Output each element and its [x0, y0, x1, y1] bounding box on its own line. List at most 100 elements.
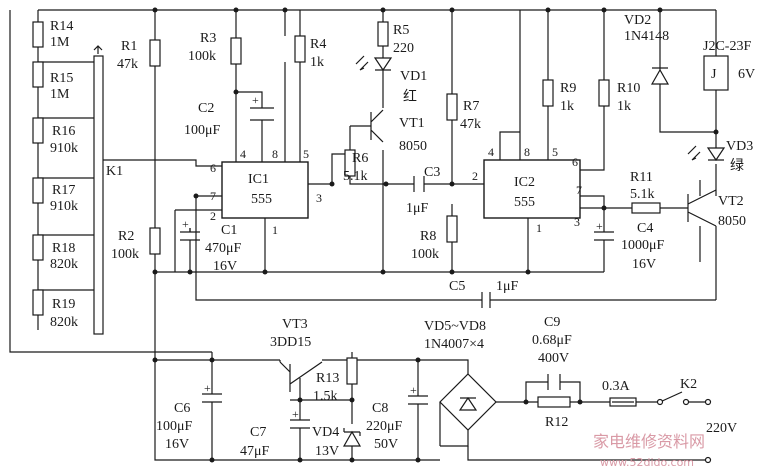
label-r18: R18: [52, 241, 75, 256]
value-vt2: 8050: [718, 214, 746, 229]
label-c6: C6: [174, 401, 190, 416]
capacitor-c8: [408, 395, 428, 416]
label-r3: R3: [200, 31, 216, 46]
voltage-relay: 6V: [738, 67, 755, 82]
led-vd1: [373, 57, 393, 72]
label-r4: R4: [310, 37, 326, 52]
voltage-c4: 16V: [632, 257, 656, 272]
label-c7: C7: [250, 425, 266, 440]
svg-text:4: 4: [488, 145, 494, 159]
label-r12: R12: [545, 415, 568, 430]
label-fuse: 0.3A: [602, 379, 631, 394]
value-r9: 1k: [560, 99, 574, 114]
value-c4: 1000μF: [621, 238, 665, 253]
value-r14: 1M: [50, 35, 70, 50]
resistor-r10: [598, 79, 610, 107]
svg-text:8: 8: [524, 145, 530, 159]
resistor-r11: [631, 202, 661, 214]
relay-stage: VD2 1N4148 J J2C-23F 6V VD3 绿: [624, 13, 755, 174]
value-ic2: 555: [514, 195, 535, 210]
resistor-r2: [149, 227, 161, 255]
svg-text:+: +: [182, 217, 189, 231]
value-r3: 100k: [188, 49, 216, 64]
label-r14: R14: [50, 19, 73, 34]
label-c5: C5: [449, 279, 465, 294]
value-vd2: 1N4148: [624, 29, 669, 44]
capacitor-c5: C5 1μF: [449, 279, 519, 308]
label-r10: R10: [617, 81, 640, 96]
relay-symbol: J: [711, 67, 717, 82]
value-r11: 5.1k: [630, 187, 655, 202]
label-k2: K2: [680, 377, 697, 392]
relay-coil: [703, 55, 729, 91]
ic1-555: IC1 555 6 7 2 4 8 5 3 1: [210, 147, 322, 237]
label-vt2: VT2: [718, 194, 744, 209]
label-r1: R1: [121, 39, 137, 54]
watermark-site-cn: 家电维修资料网: [593, 432, 705, 451]
ic1-top-components: R3 100k + C2 100μF R4 1k: [184, 31, 326, 138]
value-r19: 820k: [50, 315, 78, 330]
label-c3: C3: [424, 165, 440, 180]
capacitor-c7: [290, 419, 310, 440]
label-r7: R7: [463, 99, 479, 114]
resistors-r7-r8: R7 47k R8 100k: [411, 93, 481, 262]
value-c8: 220μF: [366, 419, 403, 434]
label-c1: C1: [221, 223, 237, 238]
label-vd3: VD3: [726, 139, 753, 154]
value-ic1: 555: [251, 192, 272, 207]
label-r6: R6: [352, 151, 368, 166]
value-c6: 100μF: [156, 419, 193, 434]
svg-text:7: 7: [210, 189, 216, 203]
value-r7: 47k: [460, 117, 481, 132]
value-r17: 910k: [50, 199, 78, 214]
value-vt3: 3DD15: [270, 335, 311, 350]
label-relay: J2C-23F: [703, 39, 751, 54]
resistor-r1: [149, 39, 161, 67]
mains-input: C9 0.68μF 400V R12 0.3A K2 220V: [532, 315, 737, 464]
resistor-r13: [346, 357, 358, 385]
label-ic1: IC1: [248, 172, 269, 187]
capacitor-c9: [547, 374, 561, 390]
voltage-c9: 400V: [538, 351, 569, 366]
capacitor-c6: [202, 393, 222, 414]
label-c4: C4: [637, 221, 653, 236]
label-mains: 220V: [706, 421, 737, 436]
value-c5: 1μF: [496, 279, 519, 294]
value-c7: 47μF: [240, 444, 270, 459]
value-r1: 47k: [117, 57, 138, 72]
value-r8: 100k: [411, 247, 439, 262]
label-r17: R17: [52, 183, 75, 198]
svg-text:2: 2: [210, 209, 216, 223]
svg-text:6: 6: [572, 155, 578, 169]
power-supply-regulator: VT3 3DD15 R13 1.5k + C6 100μF 16V + C7 4…: [156, 317, 428, 459]
svg-text:1: 1: [536, 221, 542, 235]
zener-vd4: [342, 430, 362, 447]
label-k1: K1: [106, 164, 123, 179]
resistor-r7: [446, 93, 458, 121]
label-r9: R9: [560, 81, 576, 96]
resistor-ladder: R14 1M R15 1M R16 910k R17 910k R18 820k…: [32, 19, 78, 330]
value-c2: 100μF: [184, 123, 221, 138]
resistor-r17: [32, 177, 44, 204]
label-ic2: IC2: [514, 175, 535, 190]
svg-text:6: 6: [210, 161, 216, 175]
svg-text:+: +: [410, 383, 417, 397]
svg-text:8: 8: [272, 147, 278, 161]
label-vd1: VD1: [400, 69, 427, 84]
capacitor-c1: + C1 470μF 16V: [180, 217, 242, 274]
value-c9: 0.68μF: [532, 333, 572, 348]
svg-text:2: 2: [472, 169, 478, 183]
capacitor-c2: [250, 107, 274, 121]
resistors-r1-r2: R1 47k R2 100k: [111, 39, 161, 262]
svg-text:4: 4: [240, 147, 246, 161]
resistor-r14: [32, 21, 44, 48]
resistor-r9: [542, 79, 554, 107]
value-c3: 1μF: [406, 201, 429, 216]
svg-text:5: 5: [303, 147, 309, 161]
svg-text:+: +: [252, 93, 259, 107]
switch-k2: [659, 391, 683, 403]
resistor-r18: [32, 234, 44, 261]
indicator-stage-1: R5 220 VD1 红 VT1 8050 R6 5.1k: [343, 21, 427, 184]
